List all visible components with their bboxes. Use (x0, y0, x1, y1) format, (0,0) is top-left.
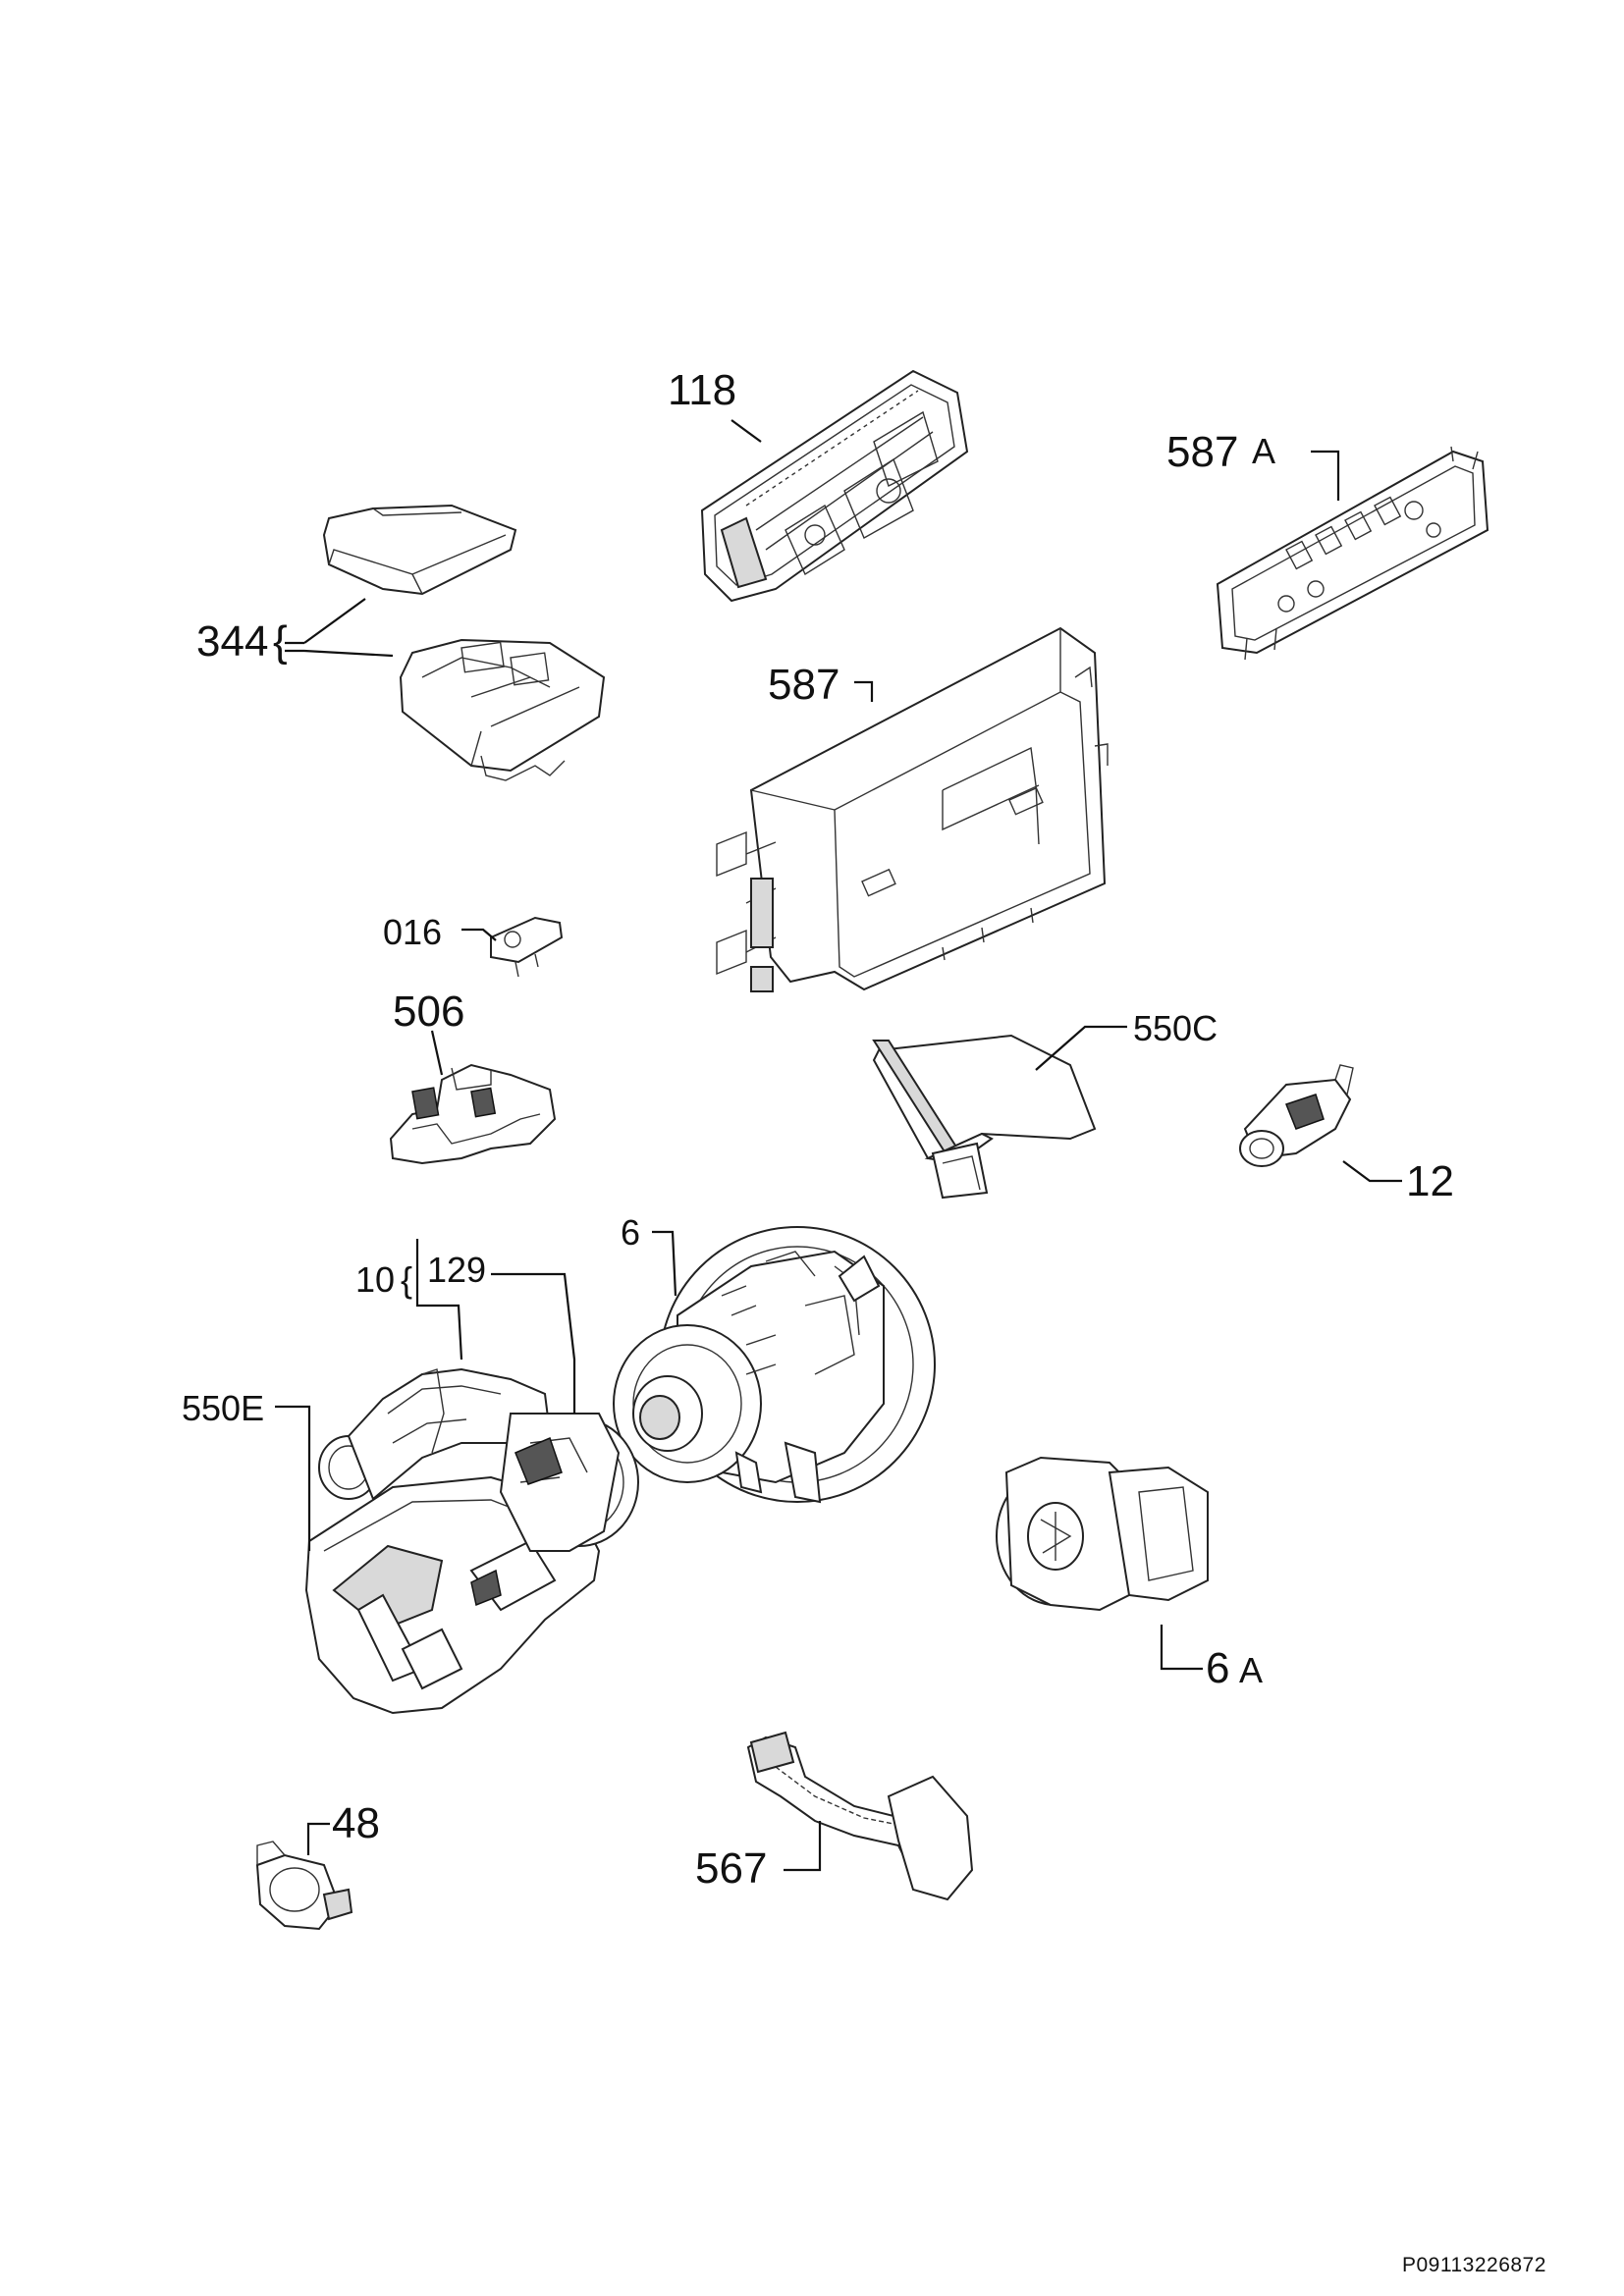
label-48: 48 (332, 1799, 380, 1847)
label-344: 344 (196, 617, 268, 666)
part-587-main-module[interactable] (716, 626, 1109, 992)
label-016: 016 (383, 912, 442, 952)
part-129-pump-duct[interactable] (318, 1367, 639, 1552)
part-506-bracket[interactable] (389, 1063, 557, 1165)
part-550c-lid[interactable] (872, 1034, 1097, 1200)
brace-344: { (273, 617, 288, 666)
label-550c: 550C (1133, 1008, 1218, 1048)
label-12: 12 (1406, 1157, 1454, 1205)
label-118: 118 (668, 366, 736, 414)
label-550e: 550E (182, 1388, 264, 1428)
label-567: 567 (695, 1844, 767, 1893)
part-118-control-panel[interactable] (700, 369, 969, 603)
document-id: P09113226872 (1402, 2254, 1546, 2276)
label-6a: 6 (1206, 1644, 1229, 1692)
part-6-pump-motor[interactable] (613, 1226, 936, 1504)
label-587-main: 587 (768, 661, 839, 709)
label-587-suffix-a: A (1252, 431, 1275, 471)
part-587a-display-board[interactable] (1216, 446, 1489, 661)
label-6: 6 (621, 1212, 640, 1253)
part-6a-drain-pump[interactable] (996, 1456, 1209, 1612)
label-506: 506 (393, 988, 464, 1036)
part-344-cover[interactable] (322, 504, 517, 596)
part-567-hose[interactable] (746, 1731, 974, 1901)
label-6a-suffix: A (1239, 1650, 1263, 1690)
label-587: 587 (1166, 428, 1238, 476)
part-12-valve[interactable] (1239, 1064, 1354, 1167)
part-344-module[interactable] (399, 638, 606, 781)
label-10: 10 (355, 1259, 395, 1300)
label-129: 129 (427, 1250, 486, 1290)
part-016-sensor[interactable] (490, 916, 564, 978)
part-48-pressostat[interactable] (255, 1841, 353, 1931)
brace-10: { (401, 1259, 412, 1300)
